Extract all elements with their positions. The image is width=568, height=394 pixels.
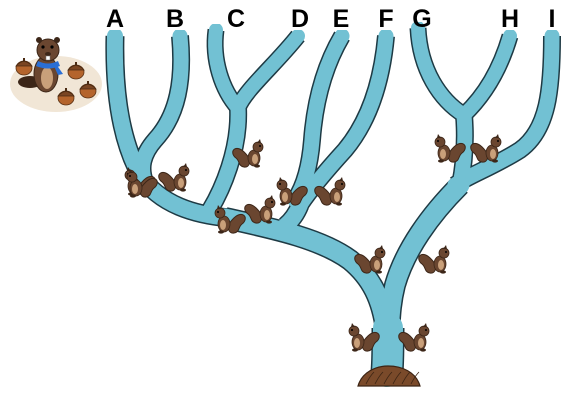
leaf-tip-mask [204,16,228,24]
leaf-label-a: A [106,4,124,34]
branch-g [418,28,464,115]
squirrel-icon [419,245,449,274]
leaf-label-f: F [378,4,393,34]
leaf-label-c: C [227,4,245,34]
leaf-label-h: H [501,4,519,34]
root-mound-icon [358,366,420,386]
branch-d [238,36,298,108]
branch-cd [210,108,238,210]
branch-left-main [225,218,386,330]
trunk [387,328,388,372]
branch-b [142,36,181,182]
beaver-belly [41,67,53,89]
squirrel-icon [471,134,501,163]
leaf-label-d: D [291,4,309,34]
leaf-label-e: E [333,4,350,34]
beaver-with-acorns-icon [10,37,102,112]
leaf-label-b: B [166,4,184,34]
branch-ef [285,205,300,226]
leaf-label-g: G [412,4,431,34]
leaf-label-i: I [549,4,556,34]
